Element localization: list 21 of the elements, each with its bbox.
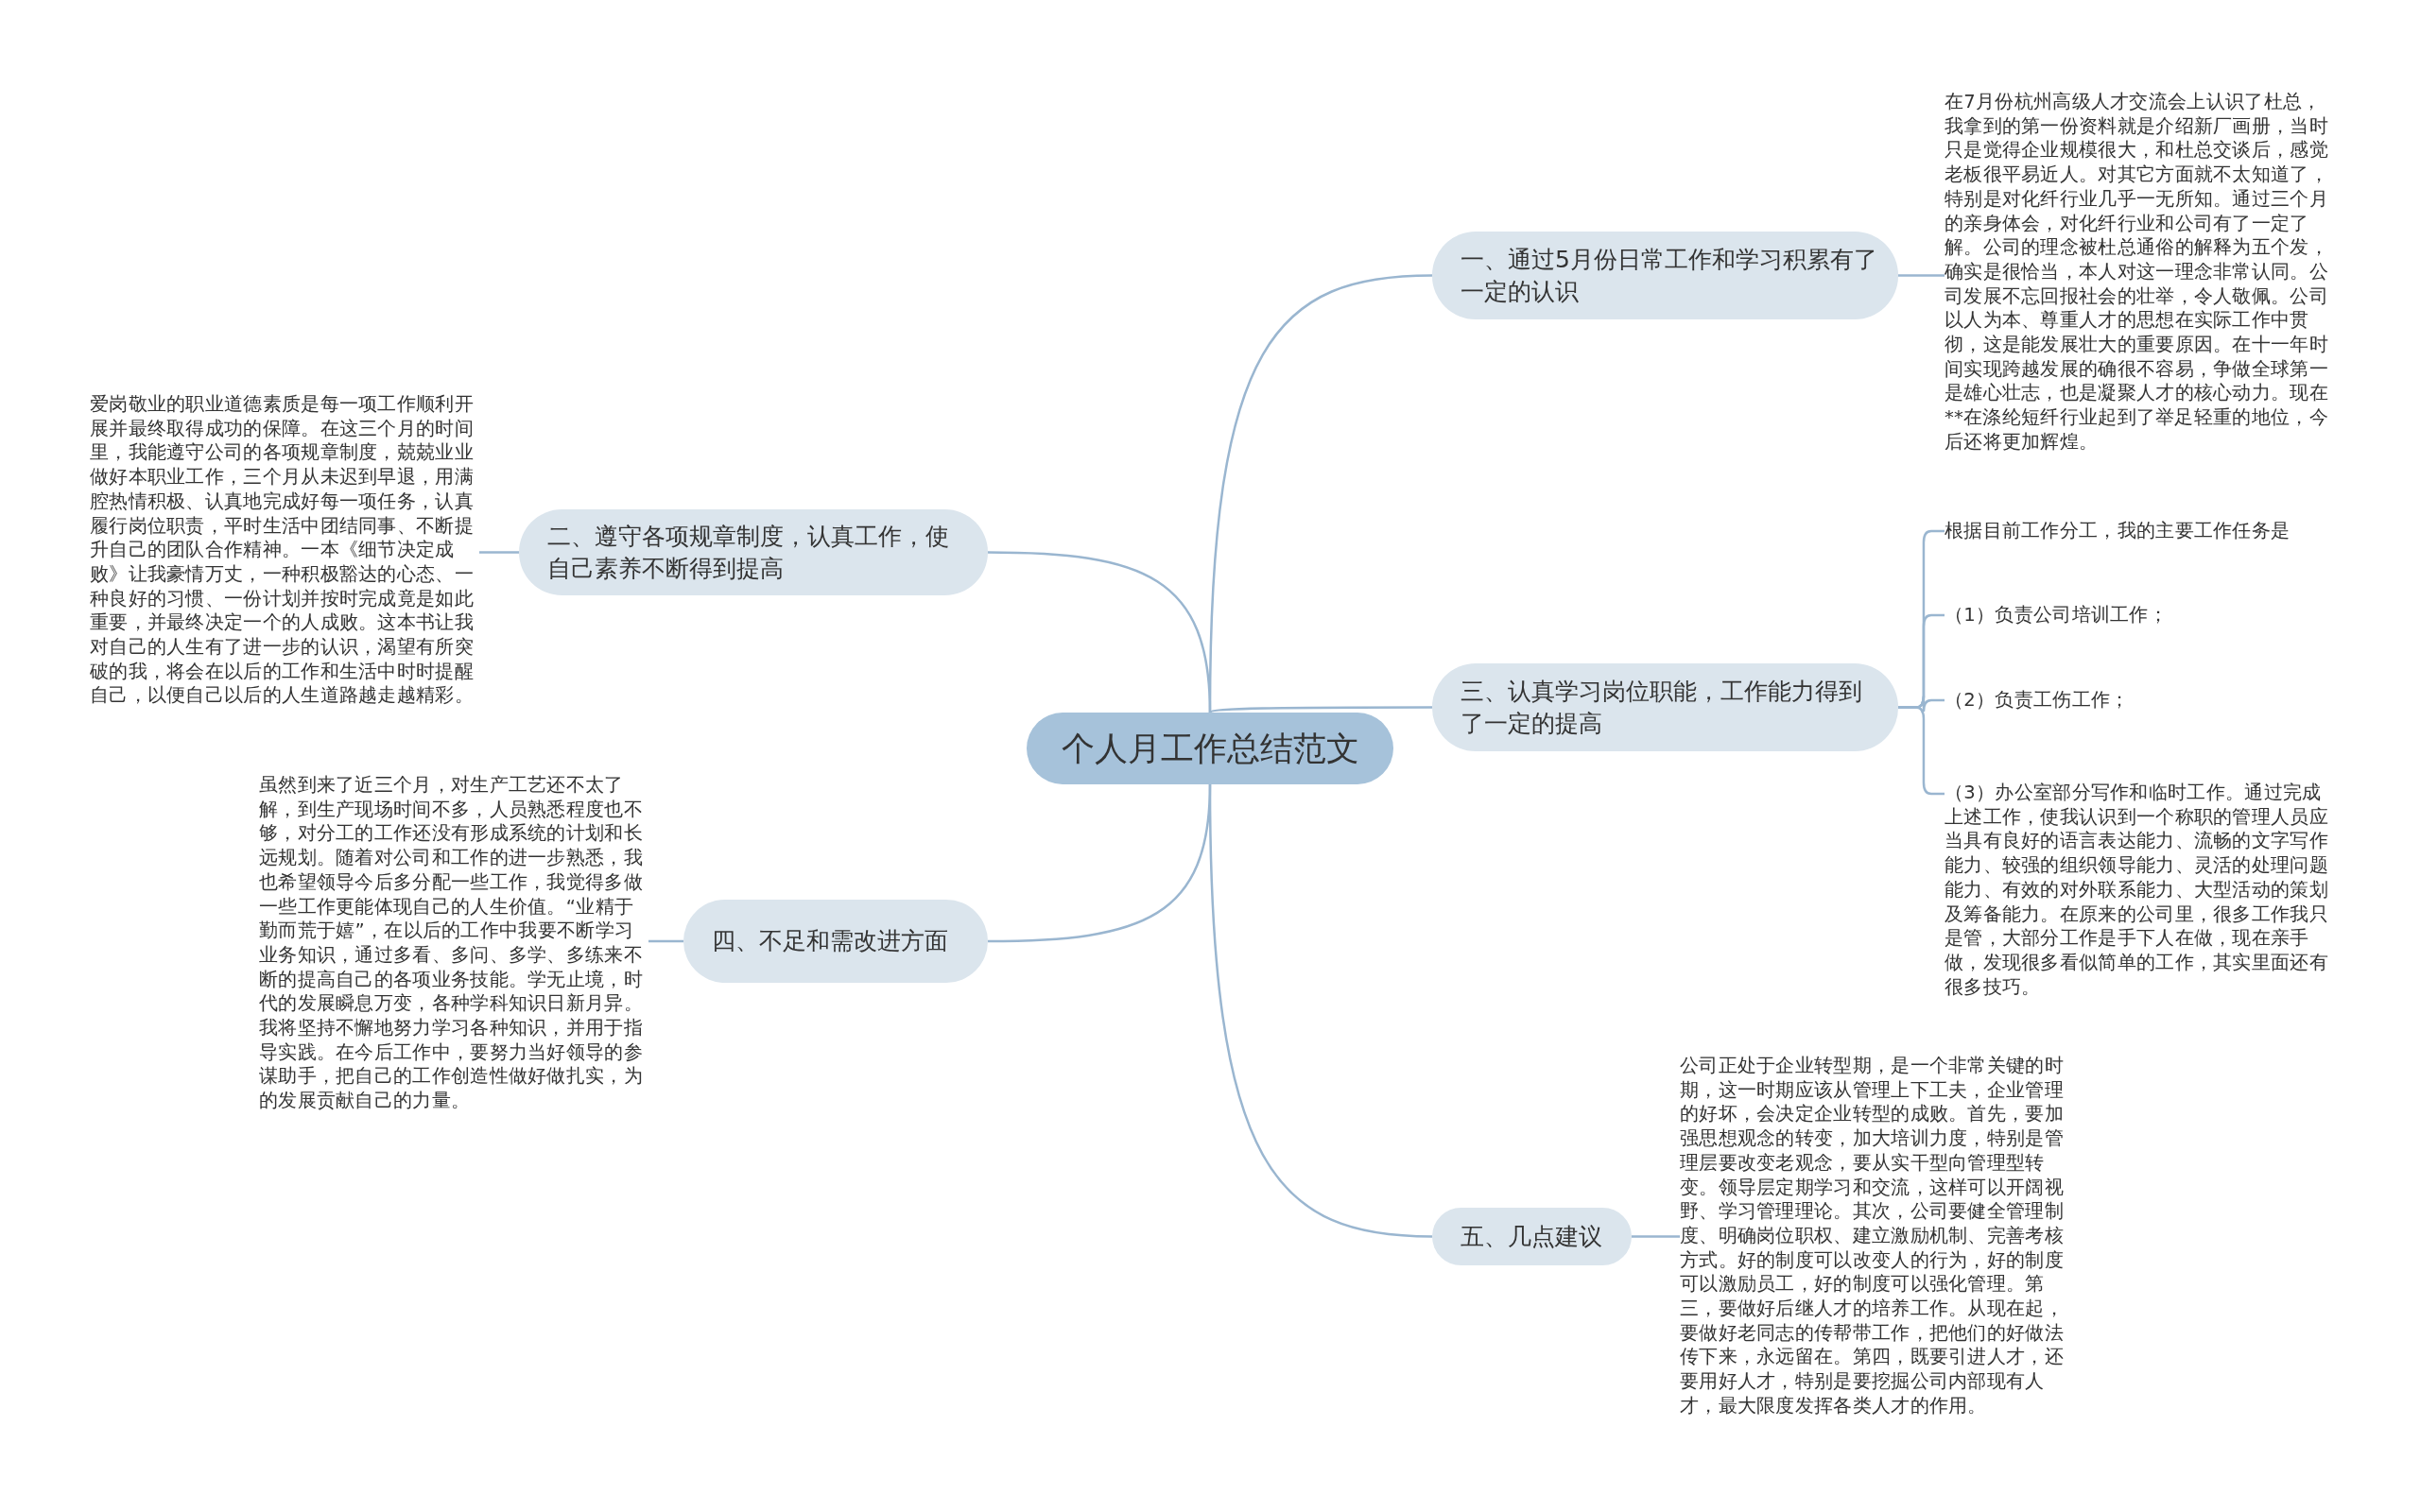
connector-line bbox=[1208, 784, 1433, 1238]
connector-line bbox=[1209, 706, 1432, 714]
note-text: 根据目前工作分工，我的主要工作任务是 bbox=[1945, 519, 2334, 543]
connector-line bbox=[479, 551, 519, 554]
note-text: （1）负责公司培训工作； bbox=[1945, 603, 2334, 627]
note-text: 虽然到来了近三个月，对生产工艺还不太了解，到生产现场时间不多，人员熟悉程度也不够，对分工的工作还没有形成系统的计划和长远规划。随着对公司和工作的进一步熟悉，我也希望领导今后多分配一些工作，我觉得多做一些工作更能体现自己的人生价值。“业精于勤而荒于嬉”，在以后的工作中我要不断学习业务知识，通过多看、多问、多学、多练来不断的提高自己的各项业务技能。学无止境，时代的发展瞬息万变，各种学科知识日新月异。我将坚持不懈地努力学习各种知识，并用于指导实践。在今后工作中，要努力当好领导的参谋助手，把自己的工作创造性做好做扎实，为的发展贡献自己的力量。 bbox=[259, 773, 648, 1113]
topic-box: 一、通过5月份日常工作和学习积累有了一定的认识 bbox=[1432, 232, 1898, 319]
connector-line bbox=[1898, 274, 1945, 277]
note-text: 公司正处于企业转型期，是一个非常关键的时期，这一时期应该从管理上下工夫，企业管理的好坏，会决定企业转型的成败。首先，要加强思想观念的转变，加大培训力度，特别是管理层要改变老观念，要从实干型向管理型转变。领导层定期学习和交流，这样可以开阔视野、学习管理理论。其次，公司要健全管理制度、明确岗位职权、建立激励机制、完善考核方式。好的制度可以改变人的行为，好的制度可以激励员工，好的制度可以强化管理。第三，要做好后继人才的培养工作。从现在起，要做好老同志的传帮带工作，把他们的好做法传下来，永远留在。第四，既要引进人才，还要用好人才，特别是要挖掘公司内部现有人才，最大限度发挥各类人才的作用。 bbox=[1680, 1054, 2069, 1418]
topic-box: 五、几点建议 bbox=[1432, 1208, 1632, 1265]
connector-line bbox=[988, 551, 1212, 713]
note-text: （3）办公室部分写作和临时工作。通过完成上述工作，使我认识到一个称职的管理人员应当具有良好的语言表达能力、流畅的文字写作能力、较强的组织领导能力、灵活的处理问题能力、有效的对外联系能力、大型活动的策划及筹备能力。在原来的公司里，很多工作我只是管，大部分工作是手下人在做，现在亲手做，发现很多看似简单的工作，其实里面还有很多技巧。 bbox=[1945, 781, 2334, 1000]
note-text: （2）负责工伤工作； bbox=[1945, 688, 2334, 713]
topic-box: 三、认真学习岗位职能，工作能力得到了一定的提高 bbox=[1432, 663, 1898, 751]
topic-box: 四、不足和需改进方面 bbox=[683, 900, 988, 983]
topic-box: 二、遵守各项规章制度，认真工作，使自己素养不断得到提高 bbox=[519, 509, 988, 595]
note-text: 在7月份杭州高级人才交流会上认识了杜总，我拿到的第一份资料就是介绍新厂画册，当时只是觉得企业规模很大，和杜总交谈后，感觉老板很平易近人。对其它方面就不太知道了，特别是对化纤行业几乎一无所知。通过三个月的亲身体会，对化纤行业和公司有了一定了解。公司的理念被杜总通俗的解释为五个发，确实是很恰当，本人对这一理念非常认同。公司发展不忘回报社会的壮举，令人敬佩。公司以人为本、尊重人才的思想在实际工作中贯彻，这是能发展壮大的重要原因。在十一年时间实现跨越发展的确很不容易，争做全球第一是雄心壮志，也是凝聚人才的核心动力。现在**在涤纶短纤行业起到了举足轻重的地位，今后还将更加辉煌。 bbox=[1945, 90, 2334, 455]
connector-line bbox=[648, 939, 683, 943]
central-topic-box: 个人月工作总结范文 bbox=[1027, 713, 1393, 784]
note-text: 爱岗敬业的职业道德素质是每一项工作顺利开展并最终取得成功的保障。在这三个月的时间里，我能遵守公司的各项规章制度，兢兢业业做好本职业工作，三个月从未迟到早退，用满腔热情积极、认真地完成好每一项任务，认真履行岗位职责，平时生活中团结同事、不断提升自己的团队合作精神。一本《细节决定成败》让我豪情万丈，一种积极豁达的心态、一种良好的习惯、一份计划并按时完成竟是如此重要，并最终决定一个的人成败。这本书让我对自己的人生有了进一步的认识，渴望有所突破的我，将会在以后的工作和生活中时时提醒自己，以便自己以后的人生道路越走越精彩。 bbox=[90, 392, 479, 709]
connector-line bbox=[1632, 1235, 1680, 1238]
